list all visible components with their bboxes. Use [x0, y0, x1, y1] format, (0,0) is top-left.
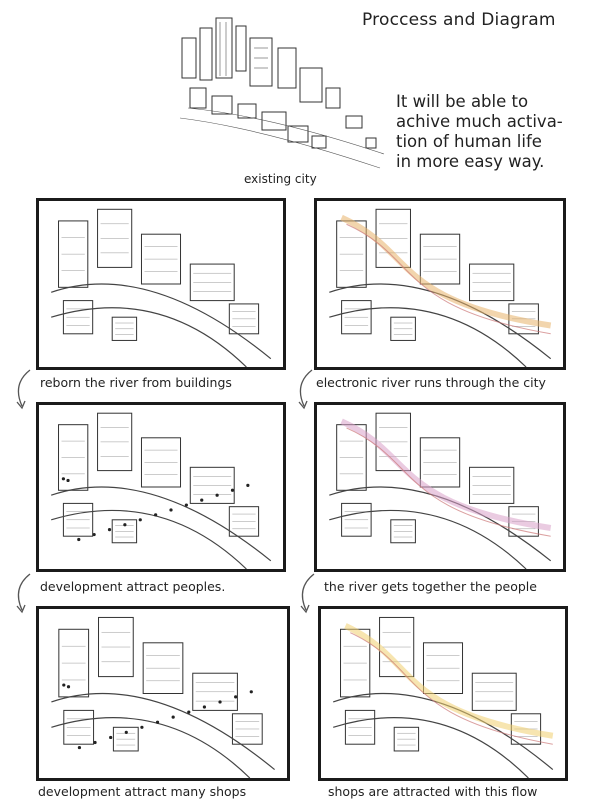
person-dot — [66, 685, 71, 689]
person-dot — [154, 513, 158, 517]
person-dot — [124, 730, 128, 734]
description-line: achive much activa- — [396, 112, 563, 131]
person-dot — [92, 532, 96, 537]
description-line: in more easy way. — [396, 152, 545, 171]
description-line: It will be able to — [396, 92, 529, 111]
electronic-river — [340, 418, 552, 531]
person-dot — [202, 705, 207, 709]
person-dot — [107, 528, 112, 532]
existing-city-caption: existing city — [244, 172, 317, 186]
person-dot — [77, 745, 82, 750]
person-dot — [93, 740, 97, 745]
panel-electronic-river — [314, 198, 566, 370]
river-edge — [51, 307, 247, 367]
electronic-river — [346, 427, 551, 537]
page-title: Proccess and Diagram — [362, 10, 556, 30]
description-line: tion of human life — [396, 132, 542, 151]
person-dot — [200, 498, 204, 502]
panel-caption: development attract peoples. — [40, 579, 226, 594]
electronic-river — [344, 623, 554, 739]
person-dot — [249, 690, 253, 694]
panel-sketch — [329, 412, 552, 569]
person-dot — [234, 695, 238, 699]
curved-arrow-icon — [16, 573, 31, 614]
panel-caption: development attract many shops — [38, 784, 247, 799]
person-dot — [184, 503, 188, 507]
panel-caption: shops are attracted with this flow — [328, 784, 538, 799]
person-dot — [246, 483, 250, 487]
person-dot — [187, 710, 191, 714]
panel-caption: electronic river runs through the city — [316, 375, 546, 390]
panel-river-gathers — [314, 402, 566, 572]
person-dot — [155, 720, 160, 724]
person-dot — [169, 508, 173, 512]
person-dot — [215, 493, 219, 497]
panel-development-shops — [36, 606, 290, 781]
electronic-river — [350, 632, 553, 745]
person-dot — [230, 488, 235, 492]
curved-arrow-icon — [300, 573, 315, 614]
river-edge — [329, 509, 527, 569]
person-dot — [171, 715, 175, 719]
curved-arrow-icon — [16, 369, 31, 410]
river-edge — [51, 283, 272, 360]
river-edge — [329, 307, 527, 367]
panel-sketch — [333, 616, 554, 778]
person-dot — [66, 478, 70, 483]
panel-sketch — [51, 208, 272, 367]
person-dot — [218, 700, 222, 704]
curved-arrow-icon — [298, 369, 313, 410]
person-dot — [61, 477, 65, 481]
person-dot — [62, 683, 66, 687]
electronic-river — [346, 223, 551, 335]
panel-caption: the river gets together the people — [324, 579, 537, 594]
panel-shops-flow — [318, 606, 568, 781]
person-dot — [138, 518, 142, 522]
panel-development-people — [36, 402, 286, 572]
panel-caption: reborn the river from buildings — [40, 375, 232, 390]
river-edge — [51, 692, 275, 771]
panel-reborn-river — [36, 198, 286, 370]
person-dot — [109, 735, 113, 740]
person-dot — [140, 725, 144, 729]
river-edge — [333, 717, 529, 778]
river-edge — [51, 486, 272, 562]
description: It will be able to achive much activa- t… — [396, 92, 563, 172]
panel-sketch — [329, 208, 552, 367]
panel-sketch — [51, 412, 272, 569]
person-dot — [123, 523, 127, 527]
electronic-river — [340, 214, 552, 329]
person-dot — [77, 537, 81, 542]
panel-sketch — [51, 616, 275, 778]
existing-city-sketch — [179, 17, 385, 169]
